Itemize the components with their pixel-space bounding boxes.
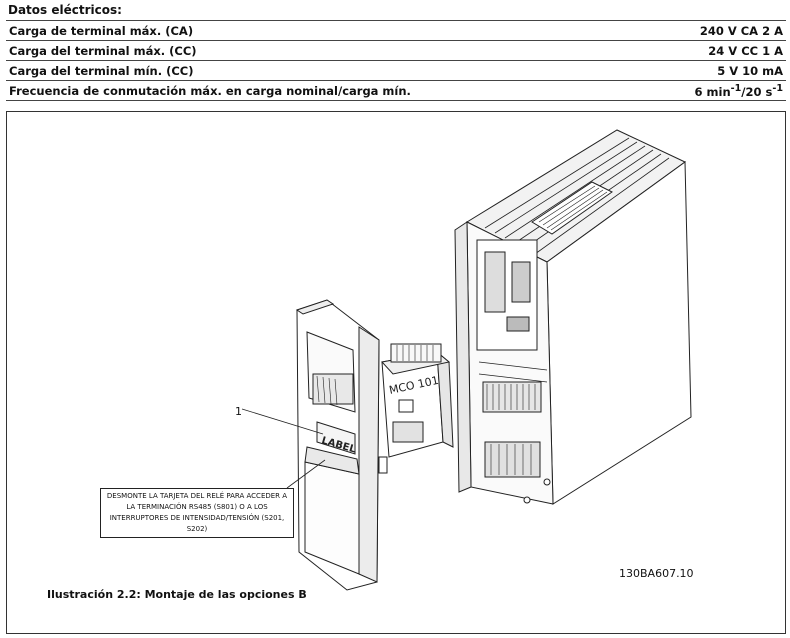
- spec-label: Carga del terminal máx. (CC): [6, 40, 640, 61]
- electrical-data-table: Carga de terminal máx. (CA) 240 V CA 2 A…: [6, 20, 786, 101]
- value-part: 6 min: [694, 84, 731, 99]
- spec-label: Frecuencia de conmutación máx. en carga …: [6, 80, 640, 101]
- mco-module-illustration: [381, 343, 454, 458]
- spec-value: 240 V CA 2 A: [639, 20, 786, 41]
- table-row: Carga de terminal máx. (CA) 240 V CA 2 A: [6, 20, 786, 41]
- callout-number: 1: [235, 405, 242, 418]
- table-row: Carga del terminal mín. (CC) 5 V 10 mA: [6, 60, 786, 81]
- section-title: Datos eléctricos:: [8, 3, 122, 17]
- table-row: Frecuencia de conmutación máx. en carga …: [6, 80, 786, 101]
- table-row: Carga del terminal máx. (CC) 24 V CC 1 A: [6, 40, 786, 61]
- drive-unit-illustration: [454, 129, 692, 505]
- value-part: /20 s: [741, 84, 773, 99]
- note-box: DESMONTE LA TARJETA DEL RELÉ PARA ACCEDE…: [100, 488, 294, 538]
- figure-caption: Ilustración 2.2: Montaje de las opciones…: [47, 588, 307, 601]
- note-leader-line: [286, 459, 326, 489]
- spec-value: 6 min-1/20 s-1: [639, 80, 786, 101]
- value-exponent: -1: [730, 82, 742, 94]
- spec-value: 24 V CC 1 A: [639, 40, 786, 61]
- front-cover-illustration: [295, 299, 388, 591]
- drive-assembly-drawing: MCO 101 LABEL: [241, 129, 692, 591]
- spec-label: Carga del terminal mín. (CC): [6, 60, 640, 81]
- spec-label: Carga de terminal máx. (CA): [6, 20, 640, 41]
- illustration-frame: MCO 101 LABEL 1 DESMONTE L: [6, 111, 786, 634]
- figure-code: 130BA607.10: [619, 567, 694, 580]
- callout-leader-line: [241, 408, 324, 435]
- spec-value: 5 V 10 mA: [639, 60, 786, 81]
- value-exponent: -1: [772, 82, 783, 94]
